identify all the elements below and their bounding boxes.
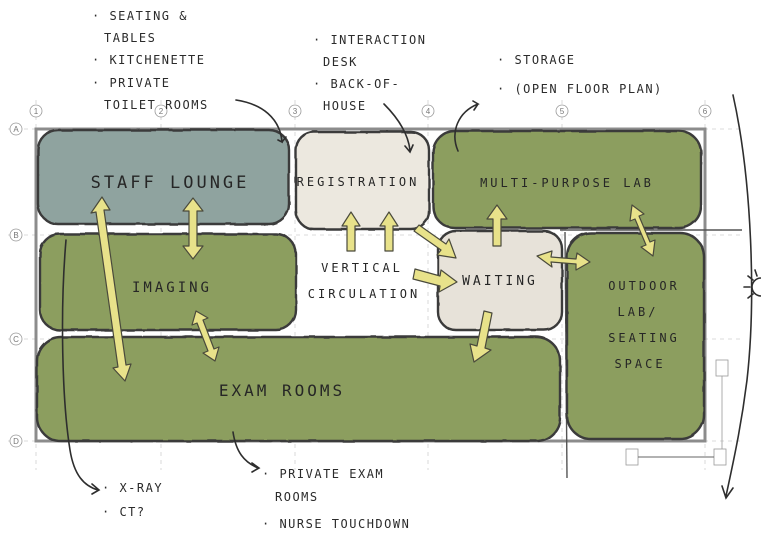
imaging-label: IMAGING xyxy=(132,280,212,296)
double-arrow-lounge-exam xyxy=(90,196,132,382)
grid-col-label: 2 xyxy=(159,107,164,116)
grid-col-label: 1 xyxy=(34,107,39,116)
outdoor-lab-bubble xyxy=(565,231,706,441)
note-multipurpose-lab-1: · STORAGE xyxy=(497,53,576,67)
grid-row-label: D xyxy=(13,437,19,446)
arrow-circulation-to-registration-left xyxy=(341,211,361,252)
grid-row-label: B xyxy=(13,231,18,240)
double-arrow-lounge-imaging xyxy=(182,197,204,260)
arrow-circulation-to-waiting xyxy=(412,268,458,293)
note-multipurpose-lab-2: · (OPEN FLOOR PLAN) xyxy=(497,82,663,96)
registration-bubble xyxy=(294,130,431,231)
multipurpose-lab-bubble xyxy=(431,129,703,230)
note-registration-3: · BACK-OF- xyxy=(313,77,400,91)
note-staff-lounge-3: · KITCHENETTE xyxy=(92,53,205,67)
note-staff-lounge-1: · SEATING & xyxy=(92,9,188,23)
double-arrow-imaging-exam xyxy=(191,310,220,362)
double-arrow-waiting-outdoor xyxy=(536,250,591,271)
multipurpose-lab-label: MULTI-PURPOSE LAB xyxy=(480,176,654,190)
note-staff-lounge-5: TOILET ROOMS xyxy=(104,98,209,112)
sun-path-arrow xyxy=(721,94,753,500)
vertical-circulation-label-line-2: CIRCULATION xyxy=(308,287,420,301)
grid-row-label: C xyxy=(13,335,19,344)
note-exam-rooms-1: · PRIVATE EXAM xyxy=(262,467,384,481)
grid-column-bubbles: 1 2 3 4 5 6 xyxy=(29,104,712,118)
outdoor-fence xyxy=(625,359,729,466)
arrow-waiting-to-exam xyxy=(469,310,493,363)
grid-row-bubbles: A B C D xyxy=(9,122,23,448)
waiting-label: WAITING xyxy=(462,274,538,289)
staff-lounge-label: STAFF LOUNGE xyxy=(91,173,250,193)
note-imaging-1: · X-RAY xyxy=(102,481,163,495)
vertical-circulation-label-line-1: VERTICAL xyxy=(321,261,403,275)
leader-staff-lounge xyxy=(235,99,287,144)
outdoor-lab-label-line-1: OUTDOOR xyxy=(608,279,680,293)
sun-icon xyxy=(743,269,761,299)
arrow-circulation-to-registration-right xyxy=(379,211,399,252)
grid-col-label: 6 xyxy=(703,107,708,116)
arrow-registration-to-waiting xyxy=(413,224,457,259)
note-staff-lounge-2: TABLES xyxy=(104,31,156,45)
outdoor-lab-label-line-3: SEATING xyxy=(608,331,680,345)
grid-row-label: A xyxy=(13,125,19,134)
note-imaging-2: · CT? xyxy=(102,505,146,519)
leader-registration xyxy=(383,103,414,154)
leader-multipurpose-lab xyxy=(454,100,480,152)
adjacency-arrows xyxy=(90,196,656,382)
room-labels: STAFF LOUNGE REGISTRATION MULTI-PURPOSE … xyxy=(91,173,680,400)
note-registration-2: DESK xyxy=(323,55,358,69)
note-registration-1: · INTERACTION xyxy=(313,33,426,47)
grid-col-label: 5 xyxy=(560,107,565,116)
outdoor-lab-label-line-4: SPACE xyxy=(614,357,665,371)
double-arrow-lab-outdoor xyxy=(629,204,656,257)
note-exam-rooms-3: · NURSE TOUCHDOWN xyxy=(262,517,410,531)
exam-rooms-label: EXAM ROOMS xyxy=(219,381,345,400)
note-registration-4: HOUSE xyxy=(323,99,367,113)
note-staff-lounge-4: · PRIVATE xyxy=(92,76,171,90)
grid-col-label: 3 xyxy=(293,107,298,116)
grid-col-label: 4 xyxy=(426,107,431,116)
leader-imaging xyxy=(61,239,101,495)
note-exam-rooms-2: ROOMS xyxy=(275,490,319,504)
registration-label: REGISTRATION xyxy=(297,175,420,189)
outdoor-lab-label-line-2: LAB/ xyxy=(618,305,659,319)
exam-rooms-bubble xyxy=(35,335,562,443)
rooms xyxy=(35,128,706,443)
leader-lines xyxy=(61,94,753,500)
arrow-waiting-to-lab xyxy=(486,204,508,247)
leader-exam-rooms xyxy=(232,431,261,473)
program-notes: · SEATING & TABLES · KITCHENETTE · PRIVA… xyxy=(92,9,663,531)
